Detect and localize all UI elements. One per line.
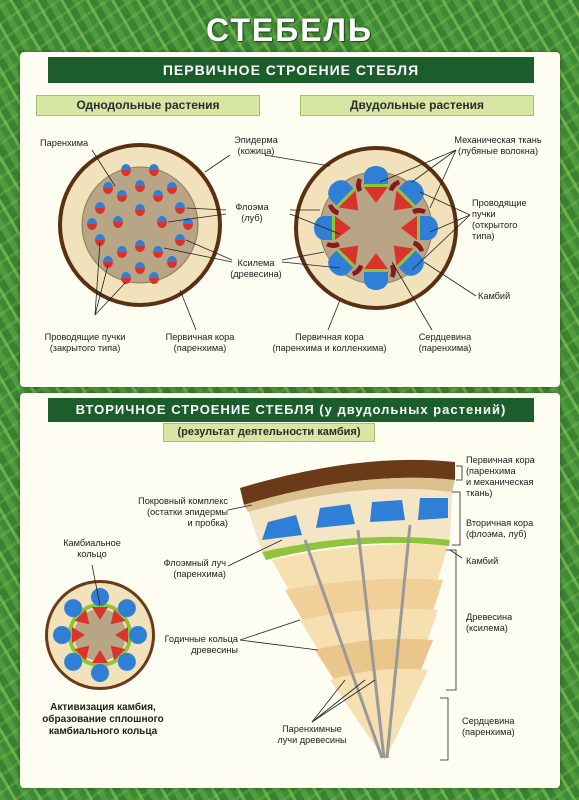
label-phloem: Флоэма (луб) (235, 202, 269, 223)
secondary-structure-banner: ВТОРИЧНОЕ СТРОЕНИЕ СТЕБЛЯ (у двудольных … (48, 398, 534, 422)
label-secondary-pith: Сердцевина (паренхима) (462, 716, 515, 737)
dicot-cross-section (264, 146, 477, 331)
label-closed-bundles: Проводящие пучки (закрытого типа) (44, 332, 126, 353)
label-dicot-pith: Сердцевина (паренхима) (418, 332, 472, 353)
label-xylem: Ксилема (древесина) (230, 258, 282, 279)
label-phloem-ray: Флоэмный луч (паренхима) (163, 558, 226, 579)
stem-wedge (227, 459, 463, 761)
label-epidermis: Эпидерма (кожица) (234, 135, 278, 156)
monocot-cross-section (58, 143, 233, 331)
label-cambium-activation: Активизация камбия, образование сплошног… (42, 702, 164, 737)
label-annual-rings: Годичные кольца древесины (164, 634, 238, 655)
label-dicot-cortex: Первичная кора (паренхима и колленхима) (272, 332, 387, 353)
cambial-ring-section (45, 564, 155, 690)
label-parenchyma: Паренхима (40, 138, 89, 148)
dicot-heading: Двудольные растения (300, 95, 534, 116)
label-monocot-cortex: Первичная кора (паренхима) (165, 332, 235, 353)
primary-structure-banner: ПЕРВИЧНОЕ СТРОЕНИЕ СТЕБЛЯ (48, 57, 534, 83)
label-pith-rays: Паренхимные лучи древесины (277, 724, 347, 745)
label-secondary-cortex: Вторичная кора (флоэма, луб) (466, 518, 534, 539)
page-title: СТЕБЕЛЬ (206, 12, 373, 48)
label-cover-complex: Покровный комплекс (остатки эпидермы и п… (138, 496, 228, 528)
label-wood: Древесина (ксилема) (466, 612, 513, 633)
label-cambial-ring: Камбиальное кольцо (63, 538, 121, 559)
label-secondary-cambium: Камбий (466, 556, 499, 566)
secondary-subheading: (результат деятельности камбия) (163, 423, 375, 442)
label-cambium: Камбий (478, 291, 511, 301)
label-open-bundles: Проводящие пучки (открытого типа) (472, 198, 527, 241)
dicot-bundles (314, 166, 438, 290)
label-primary-cortex: Первичная кора (паренхима и механическая… (466, 455, 535, 498)
label-mechanical-tissue: Механическая ткань (лубяные волокна) (454, 135, 542, 156)
monocot-heading: Однодольные растения (36, 95, 260, 116)
